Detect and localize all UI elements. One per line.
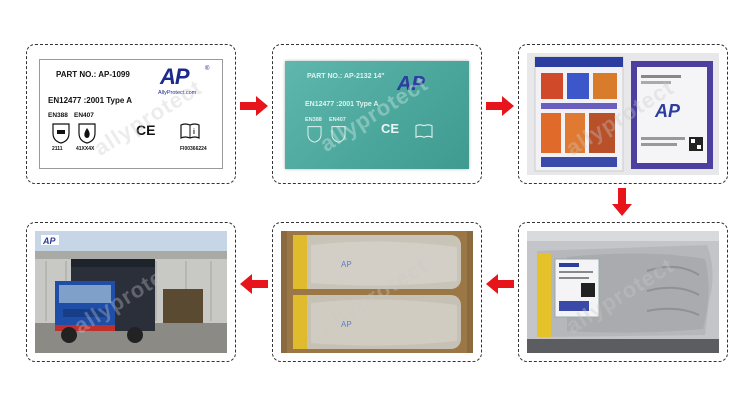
teal-book-icon xyxy=(415,123,433,139)
teal-product-label: PART NO.: AP-2132 14" AP EN12477 :2001 T… xyxy=(285,61,469,169)
instruction-book-icon: i xyxy=(180,122,200,140)
label-card-panel: PART NO.: AP-1099 AP ® AllyProtect.com E… xyxy=(26,44,236,184)
teal-en407-label: EN407 xyxy=(329,117,346,123)
registered-mark-icon: ® xyxy=(205,66,209,72)
en388-label: EN388 xyxy=(48,112,68,119)
teal-hammer-shield-icon xyxy=(307,125,322,143)
file-number: FI00366224 xyxy=(180,146,207,152)
teal-ce-mark: CE xyxy=(381,121,399,136)
svg-text:i: i xyxy=(193,129,195,136)
part-number: PART NO.: AP-1099 xyxy=(56,70,130,79)
product-label: PART NO.: AP-1099 AP ® AllyProtect.com E… xyxy=(39,59,223,169)
shipping-truck-photo: AP xyxy=(35,231,227,353)
standard-text: EN12477 :2001 Type A xyxy=(48,96,132,105)
shipping-truck-panel: AP allyprotect xyxy=(26,222,236,362)
svg-text:AP: AP xyxy=(654,101,681,121)
arrow-right-icon xyxy=(240,96,268,116)
arrow-right-icon xyxy=(486,96,514,116)
arrow-left-icon xyxy=(486,274,514,294)
bundled-gloves-photo xyxy=(527,231,719,353)
teal-flame-shield-icon xyxy=(331,125,346,143)
bundled-gloves-panel: allyprotect xyxy=(518,222,728,362)
teal-ap-logo: AP xyxy=(397,73,425,96)
code-en388: 2111 xyxy=(52,146,63,152)
ce-mark: CE xyxy=(136,122,155,138)
en407-label: EN407 xyxy=(74,112,94,119)
teal-standard-text: EN12477 :2001 Type A xyxy=(305,101,379,108)
code-en407: 41XX4X xyxy=(76,146,94,152)
packaging-card-panel: AP allyprotect xyxy=(518,44,728,184)
svg-text:AP: AP xyxy=(341,320,352,329)
svg-text:AP: AP xyxy=(341,260,352,269)
hammer-shield-icon xyxy=(52,122,70,144)
arrow-down-icon xyxy=(612,188,632,216)
ap-logo: AP xyxy=(160,64,189,90)
boxed-gloves-photo: AP AP xyxy=(281,231,473,353)
teal-part-number: PART NO.: AP-2132 14" xyxy=(307,73,385,80)
arrow-left-icon xyxy=(240,274,268,294)
teal-en388-label: EN388 xyxy=(305,117,322,123)
packaging-card-photo: AP xyxy=(527,53,719,175)
logo-url: AllyProtect.com xyxy=(158,90,196,96)
flame-shield-icon xyxy=(78,122,96,144)
boxed-gloves-panel: AP AP allyprotect xyxy=(272,222,482,362)
teal-label-panel: PART NO.: AP-2132 14" AP EN12477 :2001 T… xyxy=(272,44,482,184)
svg-text:AP: AP xyxy=(42,236,56,246)
